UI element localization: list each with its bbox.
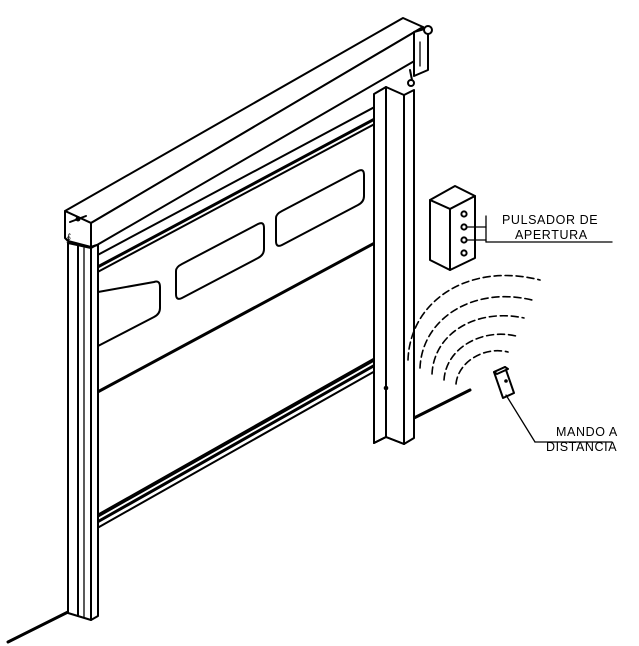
left-post <box>67 242 99 621</box>
push-button-box <box>429 185 476 271</box>
floor-lines <box>6 388 472 644</box>
remote-label-line2: DISTANCIA <box>546 440 617 454</box>
push-button-label-line1: PULSADOR DE <box>502 213 598 227</box>
button-dot <box>460 210 468 218</box>
button-dot <box>460 249 468 257</box>
push-button-leaders <box>466 215 613 243</box>
roll-box: ∮ <box>64 17 433 248</box>
remote-control <box>493 366 613 443</box>
right-post <box>373 86 415 445</box>
svg-text:∮: ∮ <box>66 233 72 244</box>
window-center <box>175 222 265 300</box>
signal-waves-icon <box>407 274 541 385</box>
door-curtain <box>90 101 386 532</box>
button-dot <box>460 223 468 231</box>
remote-label-line1: MANDO A <box>556 425 618 439</box>
button-dot <box>460 236 468 244</box>
window-left <box>97 280 161 347</box>
window-right <box>275 169 365 247</box>
curtain-windows <box>97 169 365 347</box>
push-button-label-line2: APERTURA <box>515 228 588 242</box>
